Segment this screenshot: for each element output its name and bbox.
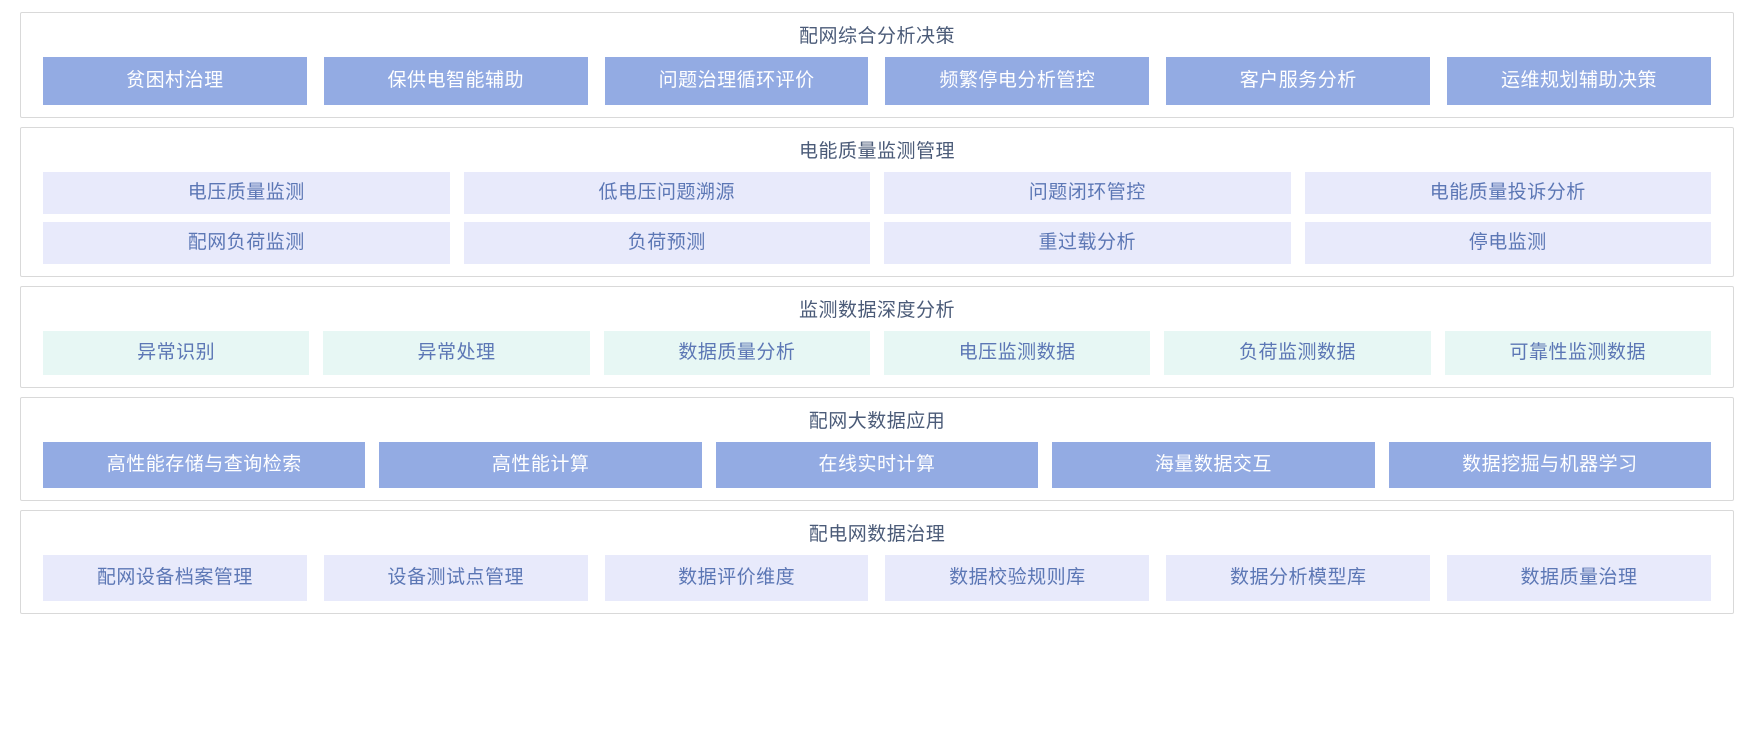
section-title: 监测数据深度分析 — [798, 300, 955, 321]
module-button[interactable]: 设备测试点管理 — [323, 555, 588, 601]
module-button[interactable]: 可靠性监测数据 — [1444, 331, 1711, 375]
module-button[interactable]: 海量数据交互 — [1052, 442, 1375, 488]
module-button[interactable]: 重过载分析 — [884, 222, 1291, 264]
module-row: 贫困村治理保供电智能辅助问题治理循环评价频繁停电分析管控客户服务分析运维规划辅助… — [43, 57, 1711, 105]
module-button[interactable]: 负荷监测数据 — [1164, 331, 1431, 375]
module-button[interactable]: 数据校验规则库 — [885, 555, 1150, 601]
section-panel: 监测数据深度分析异常识别异常处理数据质量分析电压监测数据负荷监测数据可靠性监测数… — [20, 286, 1734, 388]
module-button[interactable]: 异常处理 — [323, 331, 590, 375]
module-button[interactable]: 数据质量治理 — [1447, 555, 1711, 601]
section-title: 电能质量监测管理 — [798, 141, 955, 162]
module-row: 高性能存储与查询检索高性能计算在线实时计算海量数据交互数据挖掘与机器学习 — [43, 442, 1712, 488]
module-button[interactable]: 问题治理循环评价 — [604, 57, 869, 105]
section-title: 配网大数据应用 — [808, 411, 946, 432]
module-button[interactable]: 数据质量分析 — [603, 331, 870, 375]
module-button[interactable]: 问题闭环管控 — [884, 172, 1291, 214]
section-panel: 配网大数据应用高性能存储与查询检索高性能计算在线实时计算海量数据交互数据挖掘与机… — [20, 397, 1734, 501]
module-row: 配网负荷监测负荷预测重过载分析停电监测 — [43, 222, 1711, 264]
module-button[interactable]: 电压监测数据 — [883, 331, 1151, 375]
module-button[interactable]: 数据分析模型库 — [1166, 555, 1431, 601]
module-button[interactable]: 贫困村治理 — [43, 57, 307, 105]
module-button[interactable]: 保供电智能辅助 — [323, 57, 588, 105]
module-button[interactable]: 停电监测 — [1304, 222, 1711, 264]
module-button[interactable]: 异常识别 — [43, 331, 310, 375]
section-title: 配网综合分析决策 — [798, 26, 955, 47]
module-row: 配网设备档案管理设备测试点管理数据评价维度数据校验规则库数据分析模型库数据质量治… — [43, 555, 1711, 601]
module-button[interactable]: 频繁停电分析管控 — [885, 57, 1150, 105]
section-panel: 电能质量监测管理电压质量监测低电压问题溯源问题闭环管控电能质量投诉分析配网负荷监… — [20, 127, 1734, 277]
section-panel: 配网综合分析决策贫困村治理保供电智能辅助问题治理循环评价频繁停电分析管控客户服务… — [20, 12, 1734, 118]
module-button[interactable]: 电能质量投诉分析 — [1304, 172, 1711, 214]
section-title: 配电网数据治理 — [808, 524, 946, 545]
module-button[interactable]: 低电压问题溯源 — [463, 172, 870, 214]
module-button[interactable]: 数据挖掘与机器学习 — [1388, 442, 1712, 488]
module-button[interactable]: 客户服务分析 — [1166, 57, 1431, 105]
section-panel: 配电网数据治理配网设备档案管理设备测试点管理数据评价维度数据校验规则库数据分析模… — [20, 510, 1734, 614]
module-button[interactable]: 数据评价维度 — [604, 555, 869, 601]
module-button[interactable]: 电压质量监测 — [43, 172, 450, 214]
module-row: 异常识别异常处理数据质量分析电压监测数据负荷监测数据可靠性监测数据 — [43, 331, 1711, 375]
module-button[interactable]: 高性能存储与查询检索 — [43, 442, 366, 488]
module-button[interactable]: 在线实时计算 — [715, 442, 1039, 488]
module-button[interactable]: 配网设备档案管理 — [43, 555, 307, 601]
module-row: 电压质量监测低电压问题溯源问题闭环管控电能质量投诉分析 — [43, 172, 1711, 214]
module-button[interactable]: 运维规划辅助决策 — [1447, 57, 1711, 105]
module-button[interactable]: 配网负荷监测 — [43, 222, 450, 264]
module-button[interactable]: 负荷预测 — [463, 222, 870, 264]
module-button[interactable]: 高性能计算 — [379, 442, 702, 488]
